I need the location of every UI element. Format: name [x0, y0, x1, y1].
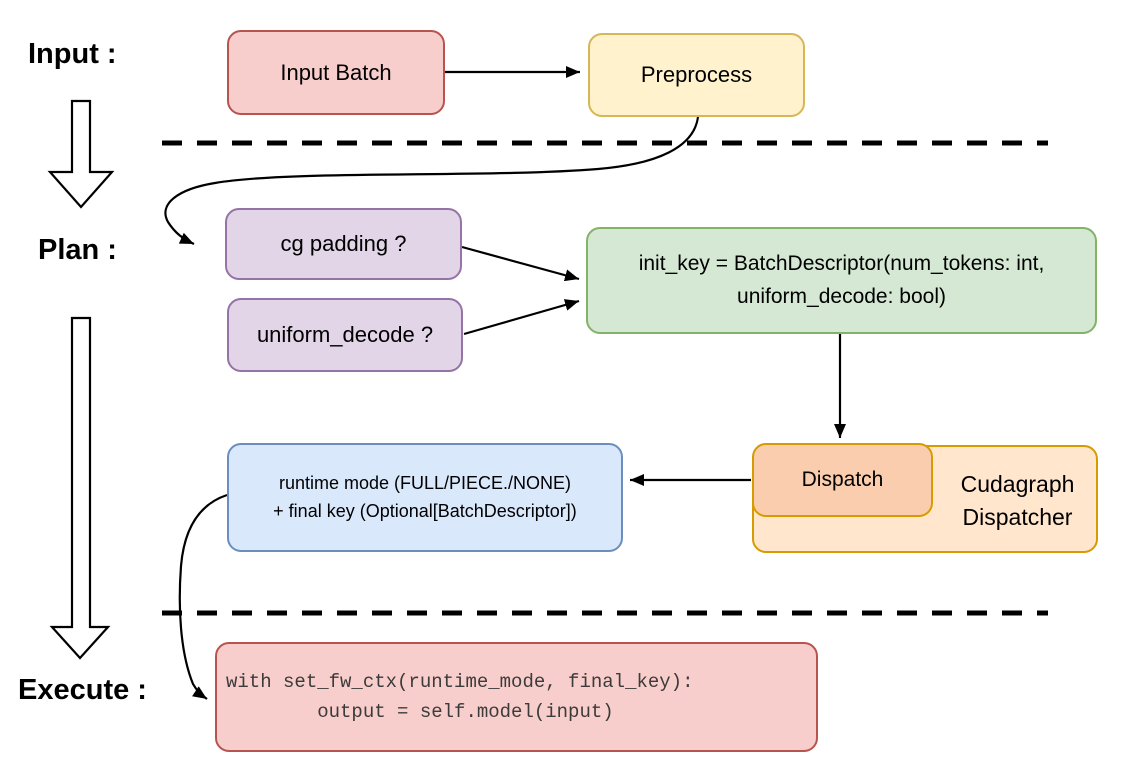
- node-init-key-line1: init_key = BatchDescriptor(num_tokens: i…: [638, 251, 1045, 275]
- connector-cg-padding-to-init-key: [461, 245, 580, 282]
- flow-down-arrow-plan-to-execute: [49, 316, 111, 660]
- execute-code-line2: output = self.model(input): [226, 701, 614, 723]
- node-input-batch: Input Batch: [227, 30, 445, 115]
- node-init-key-line2: uniform_decode: bool): [737, 284, 946, 308]
- node-preprocess-label: Preprocess: [640, 62, 753, 88]
- node-cudagraph-dispatcher-line1: Cudagraph: [960, 470, 1075, 497]
- connector-runtime-mode-to-execute-code: [178, 493, 228, 700]
- stage-label-input: Input :: [28, 38, 117, 70]
- node-input-batch-label: Input Batch: [280, 59, 392, 85]
- node-cg-padding-label: cg padding ?: [280, 231, 407, 257]
- flow-down-arrow-input-to-plan: [47, 99, 115, 209]
- connector-uniform-decode-to-init-key: [463, 299, 580, 336]
- node-dispatch: Dispatch: [752, 443, 933, 517]
- node-cg-padding: cg padding ?: [225, 208, 462, 280]
- stage-label-execute: Execute :: [18, 674, 147, 706]
- node-cudagraph-dispatcher-line2: Dispatcher: [962, 504, 1073, 530]
- connector-preprocess-to-cg-padding: [164, 116, 700, 246]
- node-runtime-mode-line1: runtime mode (FULL/PIECE./NONE): [278, 472, 572, 493]
- node-preprocess: Preprocess: [588, 33, 805, 117]
- node-runtime-mode: runtime mode (FULL/PIECE./NONE) + final …: [227, 443, 623, 552]
- node-init-key: init_key = BatchDescriptor(num_tokens: i…: [586, 227, 1097, 334]
- node-cudagraph-dispatcher-text: Cudagraph Dispatcher: [935, 447, 1100, 555]
- node-execute-code: with set_fw_ctx(runtime_mode, final_key)…: [215, 642, 818, 752]
- node-runtime-mode-line2: + final key (Optional[BatchDescriptor]): [273, 500, 577, 521]
- node-dispatch-label: Dispatch: [801, 467, 884, 491]
- stage-label-plan: Plan :: [38, 234, 117, 266]
- node-uniform-decode-label: uniform_decode ?: [256, 322, 434, 348]
- node-uniform-decode: uniform_decode ?: [227, 298, 463, 372]
- execute-code-line1: with set_fw_ctx(runtime_mode, final_key)…: [226, 670, 694, 693]
